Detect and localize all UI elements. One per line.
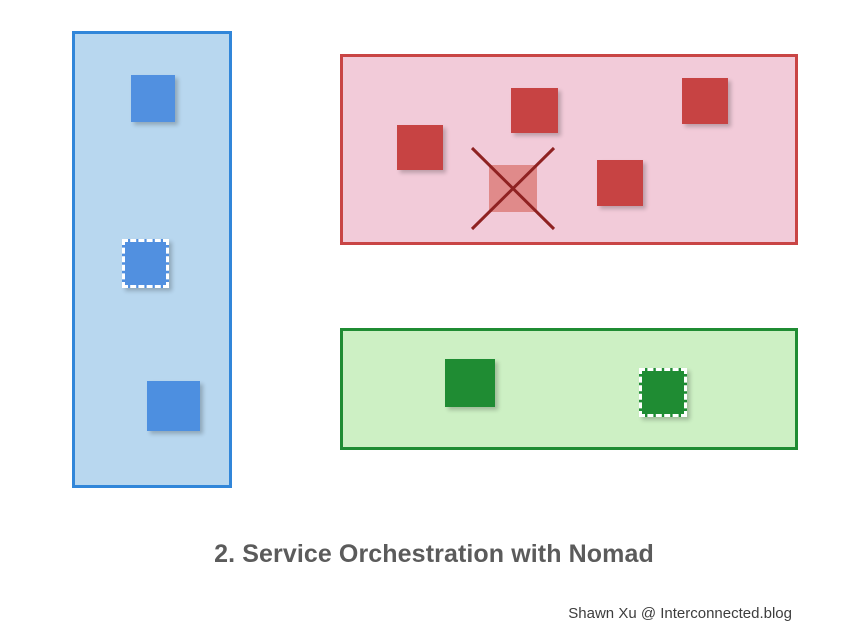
green-node-2-selected[interactable] (639, 368, 687, 417)
red-node-3[interactable] (682, 78, 728, 124)
blue-node-1[interactable] (131, 75, 175, 122)
blue-node-2-selected[interactable] (122, 239, 169, 288)
page-title: 2. Service Orchestration with Nomad (214, 540, 654, 568)
red-node-1[interactable] (397, 125, 443, 170)
red-node-failed[interactable] (489, 165, 537, 212)
red-node-2[interactable] (511, 88, 558, 133)
green-node-1[interactable] (445, 359, 495, 407)
footer-attribution: Shawn Xu @ Interconnected.blog (568, 605, 792, 622)
green-service-group[interactable] (340, 328, 798, 450)
red-node-4[interactable] (597, 160, 643, 206)
blue-node-3[interactable] (147, 381, 200, 431)
